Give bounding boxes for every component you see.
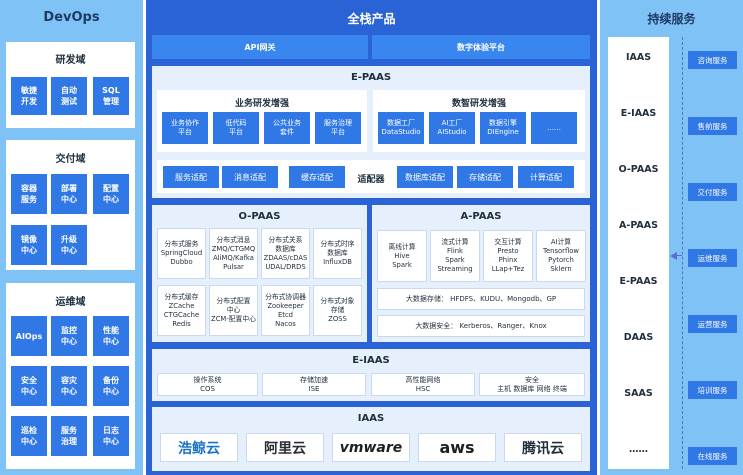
service-level: IAAS bbox=[625, 52, 652, 63]
data-rd-title: 数智研发增强 bbox=[451, 99, 506, 109]
service-item: 运营服务 bbox=[688, 315, 737, 333]
iaas-logo: vmware bbox=[332, 433, 410, 462]
ops-item: 日志 中心 bbox=[93, 416, 129, 456]
business-rd-item: 低代码 平台 bbox=[213, 112, 259, 144]
service-item: 交付服务 bbox=[688, 183, 737, 201]
eiaas-item: 安全 主机 数据库 网络 终端 bbox=[479, 373, 585, 396]
data-rd-item: …… bbox=[531, 112, 577, 144]
business-rd-item: 公共业务 套件 bbox=[264, 112, 310, 144]
service-level: O-PAAS bbox=[618, 164, 659, 175]
service-dashed-line bbox=[682, 37, 683, 469]
ops-item: 性能 中心 bbox=[93, 316, 129, 356]
delivery-item: 部署 中心 bbox=[51, 174, 87, 214]
ops-domain-title: 运维域 bbox=[55, 297, 86, 308]
iaas-logo: 腾讯云 bbox=[504, 433, 582, 462]
apaas-item: 交互计算 Presto Phinx LLap+Tez bbox=[483, 230, 533, 282]
service-arrow-icon bbox=[670, 252, 677, 260]
iaas-title: IAAS bbox=[357, 413, 385, 424]
adapter-item: 计算适配 bbox=[518, 166, 574, 188]
delivery-item: 配置 中心 bbox=[93, 174, 129, 214]
adapter-item: 服务适配 bbox=[163, 166, 219, 188]
bigdata-storage-bar: 大数据存储： HFDFS、KUDU、Mongodb、GP bbox=[377, 288, 585, 310]
adapter-item: 缓存适配 bbox=[289, 166, 345, 188]
delivery-domain-title: 交付域 bbox=[55, 154, 86, 165]
service-level: DAAS bbox=[623, 332, 654, 343]
ops-item: 安全 中心 bbox=[11, 366, 47, 406]
ops-item: 备份 中心 bbox=[93, 366, 129, 406]
adapter-label: 适配器 bbox=[357, 175, 385, 185]
business-rd-title: 业务研发增强 bbox=[234, 99, 289, 109]
service-item: 运维服务 bbox=[688, 249, 737, 267]
opaas-item: 分布式关系 数据库 ZDAAS/cDAS UDAL/DRDS bbox=[261, 228, 310, 279]
apaas-item: 流式计算 Flink Spark Streaming bbox=[430, 230, 480, 282]
opaas-item: 分布式协调器 Zookeeper Etcd Nacos bbox=[261, 285, 310, 336]
service-level: SAAS bbox=[624, 388, 653, 399]
business-rd-item: 业务协作 平台 bbox=[162, 112, 208, 144]
eiaas-title: E-IAAS bbox=[352, 355, 390, 366]
service-item: 在线服务 bbox=[688, 447, 737, 465]
opaas-item: 分布式配置 中心 ZCM-配置中心 bbox=[209, 285, 258, 336]
eiaas-item: 操作系统 COS bbox=[157, 373, 258, 396]
service-arrow-line bbox=[676, 255, 682, 256]
devops-title: DevOps bbox=[43, 10, 100, 25]
delivery-item: 容器 服务 bbox=[11, 174, 47, 214]
service-level: E-PAAS bbox=[619, 276, 658, 287]
data-rd-item: 数据工厂 DataStudio bbox=[378, 112, 424, 144]
rd-item: SQL 管理 bbox=[93, 77, 129, 115]
rd-domain-title: 研发域 bbox=[55, 55, 86, 66]
service-item: 培训服务 bbox=[688, 381, 737, 399]
ops-item: 服务 治理 bbox=[51, 416, 87, 456]
digital-experience-bar: 数字体验平台 bbox=[372, 35, 590, 59]
service-levels-box bbox=[608, 37, 669, 469]
iaas-logo: aws bbox=[418, 433, 496, 462]
epaas-title: E-PAAS bbox=[350, 72, 392, 83]
iaas-logo: 阿里云 bbox=[246, 433, 324, 462]
iaas-logo: 浩鲸云 bbox=[160, 433, 238, 462]
apaas-title: A-PAAS bbox=[460, 211, 502, 222]
apaas-item: AI计算 Tensorflow Pytorch Sklern bbox=[536, 230, 586, 282]
adapter-item: 存储适配 bbox=[457, 166, 513, 188]
eiaas-item: 存储加速 ISE bbox=[262, 373, 366, 396]
delivery-item: 镜像 中心 bbox=[11, 225, 47, 265]
opaas-item: 分布式服务 SpringCloud Dubbo bbox=[157, 228, 206, 279]
bigdata-security-bar: 大数据安全： Kerberos、Ranger、Knox bbox=[377, 315, 585, 337]
ops-item: 容灾 中心 bbox=[51, 366, 87, 406]
opaas-item: 分布式时序 数据库 InfluxDB bbox=[313, 228, 362, 279]
business-rd-item: 服务治理 平台 bbox=[315, 112, 361, 144]
opaas-item: 分布式消息 ZMQ/CTGMQ AliMQ/Kafka Pulsar bbox=[209, 228, 258, 279]
opaas-title: O-PAAS bbox=[238, 211, 281, 222]
opaas-item: 分布式对象 存储 ZOSS bbox=[313, 285, 362, 336]
apaas-item: 离线计算 Hive Spark bbox=[377, 230, 427, 282]
api-gateway-bar: API网关 bbox=[152, 35, 368, 59]
service-level: E-IAAS bbox=[620, 108, 657, 119]
ops-item: 巡检 中心 bbox=[11, 416, 47, 456]
rd-item: 敏捷 开发 bbox=[11, 77, 47, 115]
delivery-item: 升级 中心 bbox=[51, 225, 87, 265]
adapter-item: 数据库适配 bbox=[397, 166, 453, 188]
service-item: 咨询服务 bbox=[688, 51, 737, 69]
data-rd-item: AI工厂 AIStudio bbox=[429, 112, 475, 144]
data-rd-item: 数据引擎 DIEngine bbox=[480, 112, 526, 144]
adapter-item: 消息适配 bbox=[222, 166, 278, 188]
fullstack-title: 全栈产品 bbox=[347, 12, 396, 26]
ops-item: 监控 中心 bbox=[51, 316, 87, 356]
service-level: …… bbox=[629, 444, 648, 455]
rd-item: 自动 测试 bbox=[51, 77, 87, 115]
service-item: 售前服务 bbox=[688, 117, 737, 135]
opaas-item: 分布式缓存 ZCache CTGCache Redis bbox=[157, 285, 206, 336]
ops-item: AIOps bbox=[11, 316, 47, 356]
service-title: 持续服务 bbox=[647, 12, 696, 26]
eiaas-item: 高性能网络 HSC bbox=[371, 373, 475, 396]
service-level: A-PAAS bbox=[619, 220, 658, 231]
